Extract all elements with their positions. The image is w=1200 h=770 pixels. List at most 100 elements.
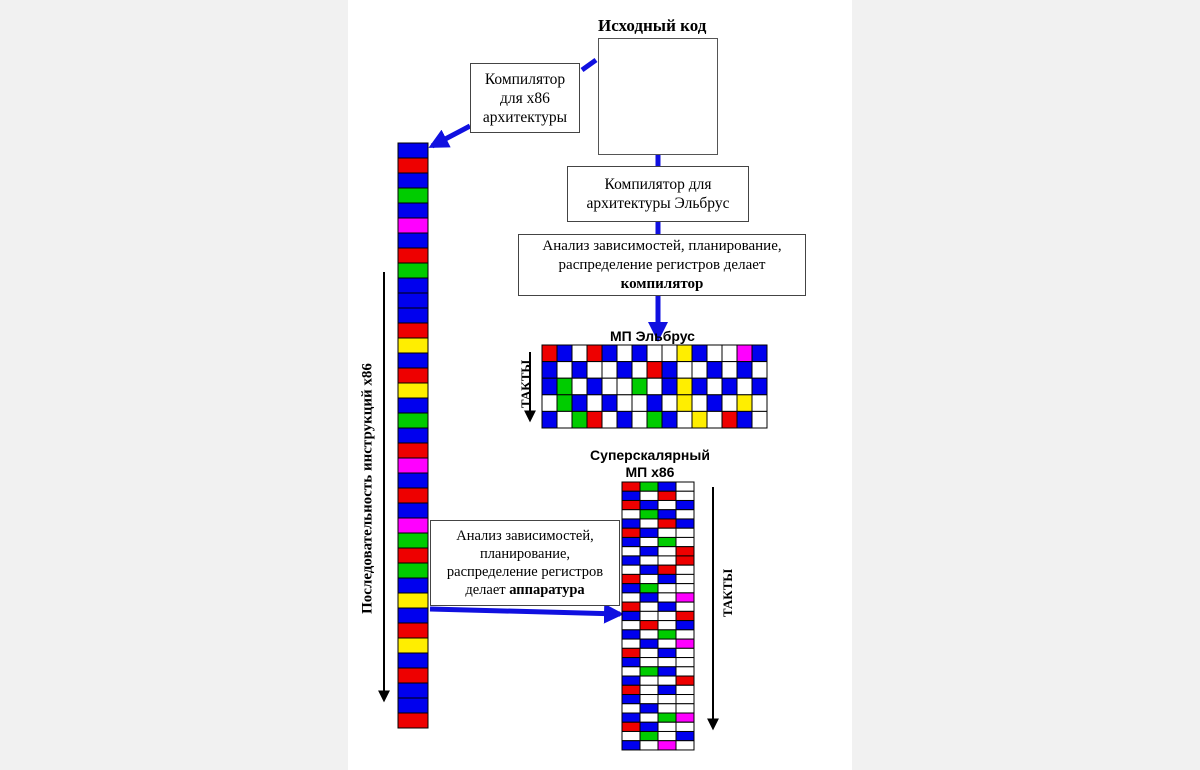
sequence-cell bbox=[397, 187, 429, 204]
sequence-cell bbox=[397, 427, 429, 444]
superscalar-grid-cell bbox=[657, 555, 677, 566]
superscalar-grid-cell bbox=[639, 638, 659, 649]
flow-arrow-compiler-to-sequence bbox=[428, 123, 472, 149]
elbrus-grid-cell bbox=[676, 361, 693, 379]
superscalar-grid-cell bbox=[639, 629, 659, 640]
superscalar-grid-cell bbox=[675, 629, 695, 640]
superscalar-grid-cell bbox=[639, 555, 659, 566]
superscalar-grid-cell bbox=[657, 536, 677, 548]
superscalar-grid-cell bbox=[639, 730, 659, 742]
superscalar-grid-cell bbox=[675, 675, 695, 686]
compiler-x86-line: архитектуры bbox=[482, 108, 568, 126]
elbrus-grid-cell bbox=[601, 410, 618, 429]
superscalar-grid-cell bbox=[657, 601, 677, 612]
superscalar-grid-cell bbox=[621, 592, 641, 603]
superscalar-grid-cell bbox=[657, 518, 677, 529]
superscalar-grid-cell bbox=[675, 509, 695, 520]
superscalar-grid-cell bbox=[639, 481, 659, 492]
elbrus-grid-cell bbox=[751, 394, 768, 412]
superscalar-grid-cell bbox=[639, 490, 659, 501]
sequence-cell bbox=[397, 562, 429, 579]
elbrus-grid-cell bbox=[706, 377, 723, 396]
superscalar-grid-cell bbox=[657, 712, 677, 723]
superscalar-grid-cell bbox=[639, 536, 659, 548]
sequence-cell bbox=[397, 337, 429, 354]
analysis-hardware-line: планирование, bbox=[479, 546, 571, 562]
analysis-hardware-line: распределение регистров bbox=[446, 564, 604, 580]
superscalar-grid-cell bbox=[675, 583, 695, 594]
sequence-cell bbox=[397, 652, 429, 669]
elbrus-grid-cell bbox=[661, 361, 678, 379]
sequence-cell bbox=[397, 622, 429, 639]
elbrus-grid-cell bbox=[646, 361, 663, 379]
elbrus-grid-cell bbox=[541, 377, 558, 396]
superscalar-grid-cell bbox=[657, 583, 677, 594]
sequence-cell bbox=[397, 232, 429, 249]
superscalar-grid-cell bbox=[657, 573, 677, 585]
superscalar-axis-label: ТАКТЫ bbox=[720, 568, 735, 618]
superscalar-grid-cell bbox=[621, 583, 641, 594]
superscalar-grid-cell bbox=[621, 638, 641, 649]
superscalar-grid-cell bbox=[621, 740, 641, 751]
superscalar-grid-cell bbox=[675, 730, 695, 742]
analysis-hardware-line: Анализ зависимостей, bbox=[456, 528, 594, 544]
superscalar-grid-cell bbox=[639, 509, 659, 520]
elbrus-grid-cell bbox=[646, 394, 663, 412]
sequence-cell bbox=[397, 607, 429, 624]
superscalar-grid-cell bbox=[639, 647, 659, 659]
sequence-cell bbox=[397, 712, 429, 729]
superscalar-grid-cell bbox=[639, 712, 659, 723]
sequence-cell bbox=[397, 547, 429, 564]
superscalar-grid-cell bbox=[657, 499, 677, 511]
superscalar-grid-cell bbox=[621, 490, 641, 501]
elbrus-grid-cell bbox=[706, 410, 723, 429]
superscalar-grid-cell bbox=[639, 564, 659, 575]
elbrus-grid-cell bbox=[616, 377, 633, 396]
elbrus-grid-cell bbox=[556, 344, 573, 363]
superscalar-grid-cell bbox=[657, 694, 677, 705]
elbrus-grid-cell bbox=[601, 394, 618, 412]
superscalar-grid-cell bbox=[639, 592, 659, 603]
elbrus-grid-cell bbox=[751, 377, 768, 396]
elbrus-grid-cell bbox=[631, 394, 648, 412]
superscalar-grid-cell bbox=[621, 712, 641, 723]
elbrus-grid-cell bbox=[721, 377, 738, 396]
elbrus-grid-cell bbox=[556, 377, 573, 396]
elbrus-grid-cell bbox=[556, 410, 573, 429]
sequence-cell bbox=[397, 322, 429, 339]
superscalar-grid-cell bbox=[621, 518, 641, 529]
elbrus-grid-cell bbox=[706, 394, 723, 412]
source-code-document bbox=[598, 38, 718, 155]
sequence-cell bbox=[397, 367, 429, 384]
elbrus-grid-cell bbox=[751, 361, 768, 379]
sequence-cell bbox=[397, 457, 429, 474]
elbrus-grid-cell bbox=[541, 344, 558, 363]
elbrus-grid-cell bbox=[541, 394, 558, 412]
superscalar-grid-cell bbox=[639, 740, 659, 751]
superscalar-grid-cell bbox=[621, 546, 641, 557]
superscalar-grid-cell bbox=[639, 684, 659, 696]
compiler-x86-box: Компилятор для x86 архитектуры bbox=[470, 63, 580, 133]
elbrus-grid-cell bbox=[601, 344, 618, 363]
superscalar-grid-cell bbox=[657, 657, 677, 668]
sequence-cell bbox=[397, 262, 429, 279]
superscalar-grid-cell bbox=[675, 546, 695, 557]
analysis-hardware-prefix: делает bbox=[465, 582, 510, 598]
elbrus-grid-cell bbox=[586, 377, 603, 396]
elbrus-grid-cell bbox=[676, 344, 693, 363]
elbrus-grid-cell bbox=[691, 377, 708, 396]
superscalar-grid-cell bbox=[657, 564, 677, 575]
elbrus-grid-cell bbox=[556, 394, 573, 412]
sequence-cell bbox=[397, 307, 429, 324]
elbrus-grid-cell bbox=[751, 410, 768, 429]
elbrus-grid-cell bbox=[721, 410, 738, 429]
compiler-x86-line: Компилятор bbox=[484, 70, 566, 88]
elbrus-grid-cell bbox=[601, 377, 618, 396]
elbrus-grid-cell bbox=[751, 344, 768, 363]
elbrus-grid-cell bbox=[661, 410, 678, 429]
elbrus-grid-cell bbox=[586, 394, 603, 412]
superscalar-grid-cell bbox=[639, 620, 659, 631]
superscalar-grid-cell bbox=[675, 555, 695, 566]
superscalar-grid-cell bbox=[621, 564, 641, 575]
elbrus-grid-cell bbox=[631, 377, 648, 396]
